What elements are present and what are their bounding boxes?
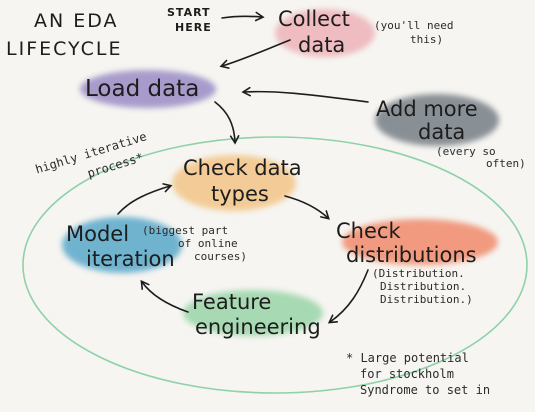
stage-model-line1: Model [66,222,130,246]
diagram-title-line2: LIFECYCLE [6,38,123,60]
stage-feature-line2: engineering [195,315,321,339]
distribution-note-line2: Distribution. [380,280,467,293]
start-label-line1: START [167,6,211,19]
arrow-collect-to-load [219,39,291,69]
stage-check-types-line1: Check data [183,156,302,180]
stage-add-more-line1: Add more [376,97,478,121]
add-more-note-line1: (every so [436,145,496,158]
stage-distributions-line2: distributions [346,243,477,267]
stage-model-line2: iteration [86,247,175,271]
footnote-line3: Syndrome to set in [360,383,491,397]
collect-highlight [275,9,375,57]
footnote-line2: for stockholm [360,367,454,381]
collect-note-line2: this) [410,33,444,46]
arrow-types-to-distributions [284,195,330,220]
add-more-note-line2: often) [486,157,526,170]
arrow-feature-to-model [140,279,189,313]
model-iteration-highlight [62,217,182,273]
arrow-model-to-types [117,183,173,215]
collect-note-line1: (you'll need [374,19,454,32]
distribution-note-line1: (Distribution. [372,267,465,280]
arrow-start-to-collect [221,11,265,22]
load-highlight [80,70,216,108]
feature-engineering-highlight [183,290,323,336]
stage-collect-line1: Collect [278,7,350,31]
stage-highlights [62,9,499,336]
diagram-title-line1: AN EDA [34,10,119,32]
model-note-line2: of online [178,237,238,250]
model-note-line1: (biggest part [142,224,229,237]
arrow-add-to-load [241,86,369,103]
stage-load: Load data [85,76,200,102]
check-distributions-highlight [342,219,498,265]
footnote-line1: * Large potential [346,351,469,365]
arrow-load-to-types [214,101,240,145]
iteration-loop-ellipse [22,136,528,394]
flow-arrows [117,11,369,324]
model-note-line3: courses) [194,250,247,263]
stage-feature-line1: Feature [192,290,272,314]
add-more-highlight [375,94,499,146]
stage-add-more-line2: data [418,120,466,144]
stage-distributions-line1: Check [336,219,401,243]
check-types-highlight [172,155,296,211]
distribution-note-line3: Distribution.) [380,293,473,306]
stage-collect-line2: data [298,33,346,57]
arrow-distributions-to-feature [327,269,369,324]
start-label-line2: HERE [175,21,212,34]
stage-check-types-line2: types [211,182,269,206]
